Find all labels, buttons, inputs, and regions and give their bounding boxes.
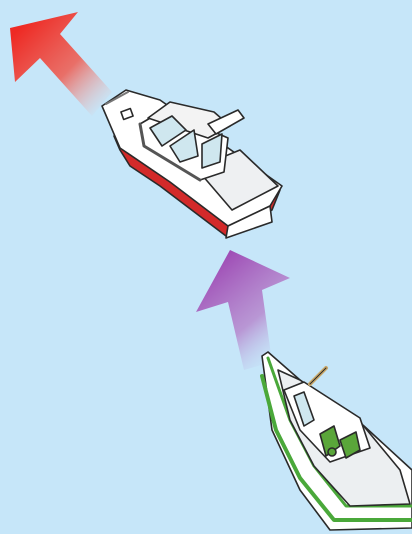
illustration-canvas bbox=[0, 0, 412, 534]
boat-following-illustration bbox=[0, 0, 412, 534]
